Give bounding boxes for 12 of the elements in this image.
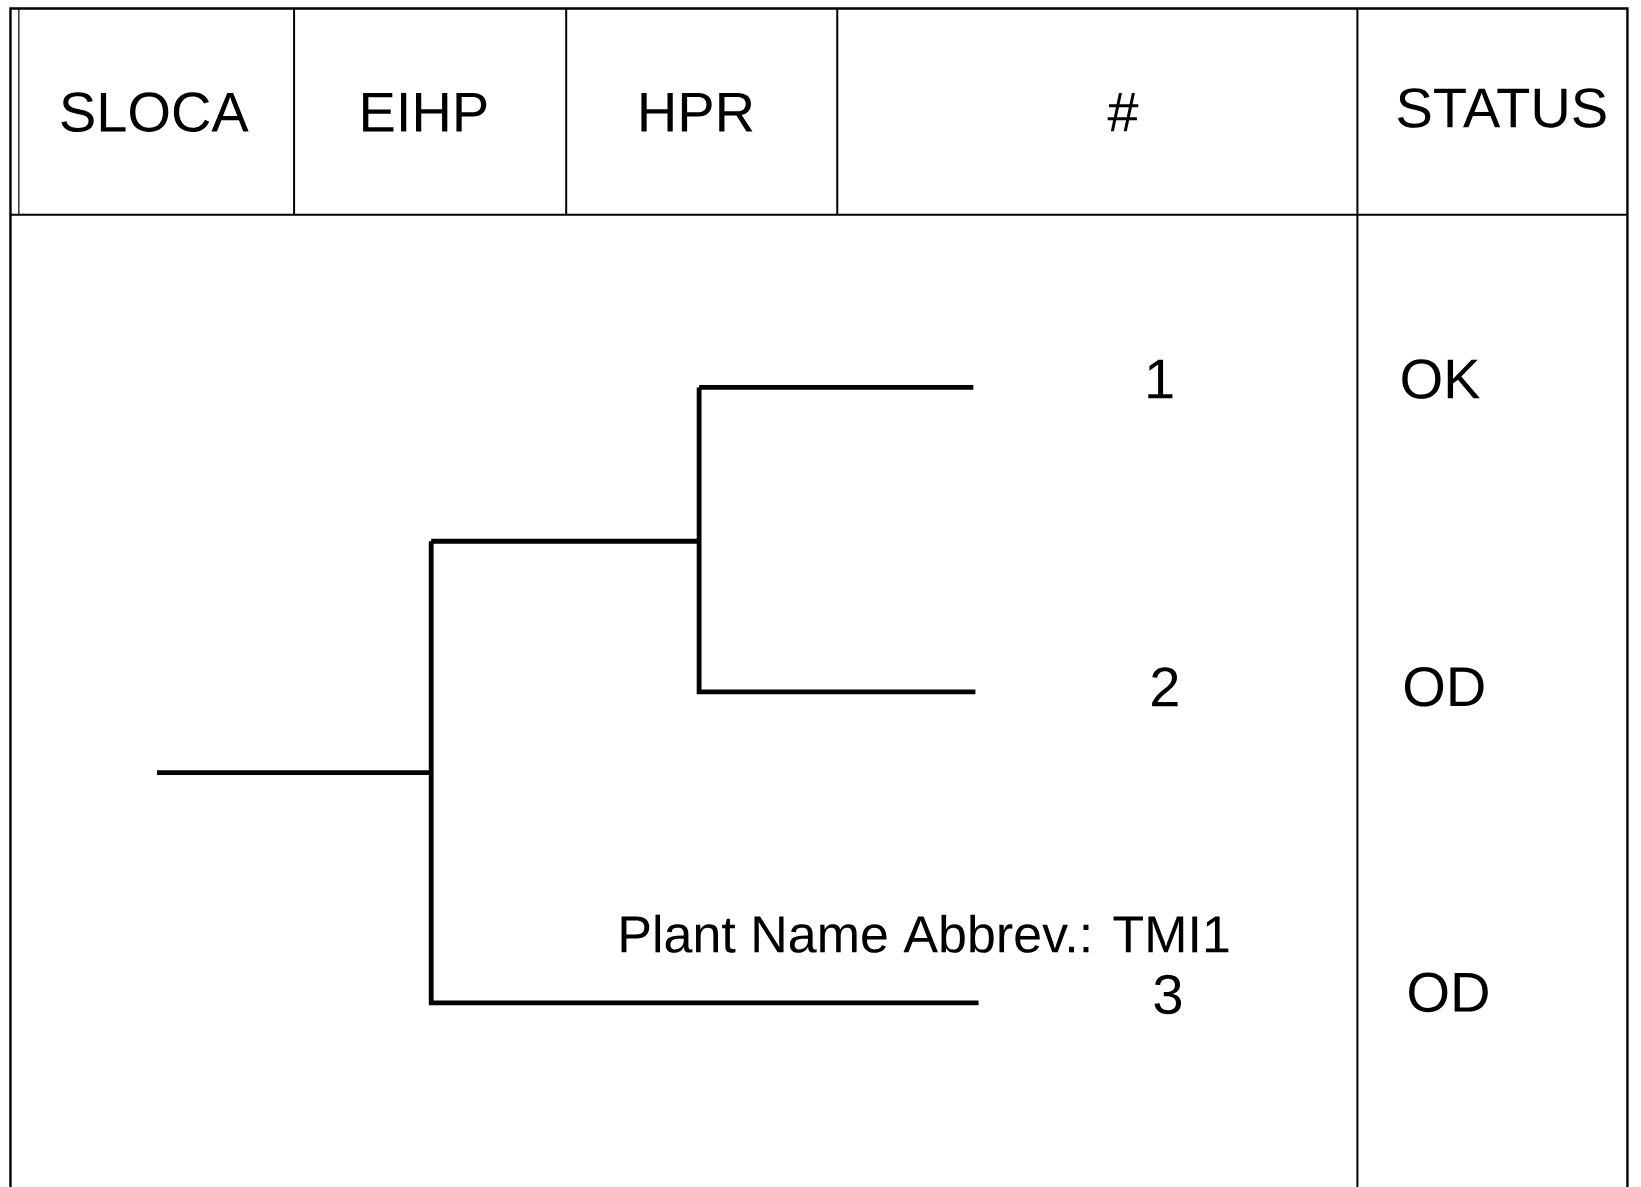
column-header: SLOCA xyxy=(61,92,249,132)
column-header: HPR xyxy=(641,92,753,132)
row-number: 3 xyxy=(1154,974,1182,1015)
column-header: # xyxy=(1107,93,1139,132)
column-header: STATUS xyxy=(1398,88,1606,128)
row-number: 1 xyxy=(1148,359,1173,399)
status-code: OD xyxy=(1404,666,1484,707)
row-number: 2 xyxy=(1152,667,1178,707)
column-header: EIHP xyxy=(363,92,487,132)
status-code: OK xyxy=(1402,359,1480,399)
status-code: OD xyxy=(1409,972,1488,1013)
plant-name-note: Plant Name Abbrev.: TMI1 xyxy=(621,914,1229,953)
